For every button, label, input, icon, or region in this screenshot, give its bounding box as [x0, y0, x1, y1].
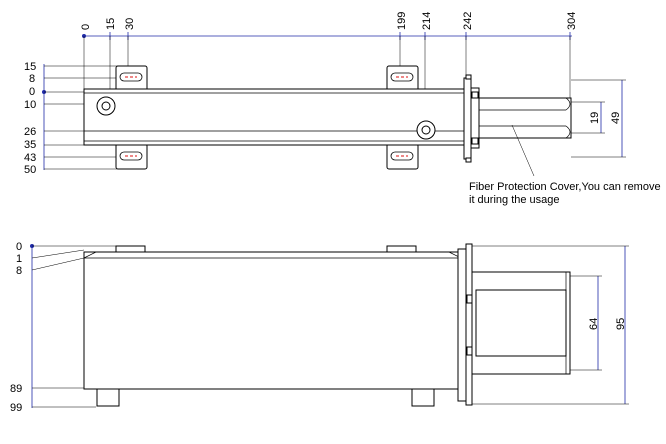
top-hole-left-inner — [101, 101, 111, 111]
cover-groove-ends — [565, 97, 571, 139]
top-view: 0 15 30 199 214 242 304 15 8 0 10 26 35 … — [24, 12, 626, 177]
side-dim-8: 8 — [16, 265, 22, 277]
note-line-2: it during the usage — [469, 194, 560, 206]
top-plate-screw-upper — [471, 91, 479, 99]
side-dim-95: 95 — [615, 318, 627, 330]
top-dim-214: 214 — [421, 12, 433, 30]
top-hole-right-inner — [421, 125, 431, 135]
top-dim-15: 15 — [105, 18, 117, 30]
note-leader — [511, 124, 535, 177]
side-end-flange — [457, 248, 467, 402]
side-foot-right — [411, 388, 435, 407]
top-plate-screw-lower — [471, 137, 479, 145]
side-foot-left — [96, 388, 120, 407]
top-dim-30: 30 — [124, 18, 136, 30]
left-dim-50: 50 — [24, 164, 36, 176]
side-dim-1: 1 — [16, 253, 22, 265]
note-line-1: Fiber Protection Cover,You can remove — [469, 181, 661, 193]
left-dim-35: 35 — [24, 139, 36, 151]
side-main-body — [83, 251, 462, 390]
side-extension-lines — [31, 245, 116, 408]
left-extension-lines — [44, 65, 118, 170]
top-end-flange — [463, 77, 472, 160]
left-dim-8: 8 — [29, 73, 35, 85]
fiber-protection-cover — [478, 97, 572, 139]
left-dim-15: 15 — [24, 61, 36, 73]
top-flange-clip-upper — [465, 74, 472, 80]
right-dim-49: 49 — [610, 112, 622, 124]
side-end-plate — [465, 243, 473, 406]
side-dim-0: 0 — [16, 241, 22, 253]
left-dim-26: 26 — [24, 126, 36, 138]
side-cover-inner — [475, 289, 567, 357]
top-dim-304: 304 — [566, 12, 578, 30]
top-main-body — [83, 88, 465, 146]
side-plate-screw-lower — [466, 346, 473, 356]
side-plate-screw-upper — [466, 294, 473, 304]
side-dim-89: 89 — [10, 383, 22, 395]
side-dim-64: 64 — [588, 318, 600, 330]
side-view: 0 1 8 89 99 64 95 — [10, 241, 629, 414]
top-dim-242: 242 — [462, 12, 474, 30]
left-dim-0: 0 — [29, 86, 35, 98]
top-flange-clip-lower — [465, 157, 472, 163]
right-dim-19: 19 — [589, 112, 601, 124]
top-dim-199: 199 — [396, 12, 408, 30]
side-dim-99: 99 — [10, 402, 22, 414]
left-dim-10: 10 — [24, 99, 36, 111]
top-dim-0: 0 — [80, 24, 92, 30]
left-dim-43: 43 — [24, 152, 36, 164]
